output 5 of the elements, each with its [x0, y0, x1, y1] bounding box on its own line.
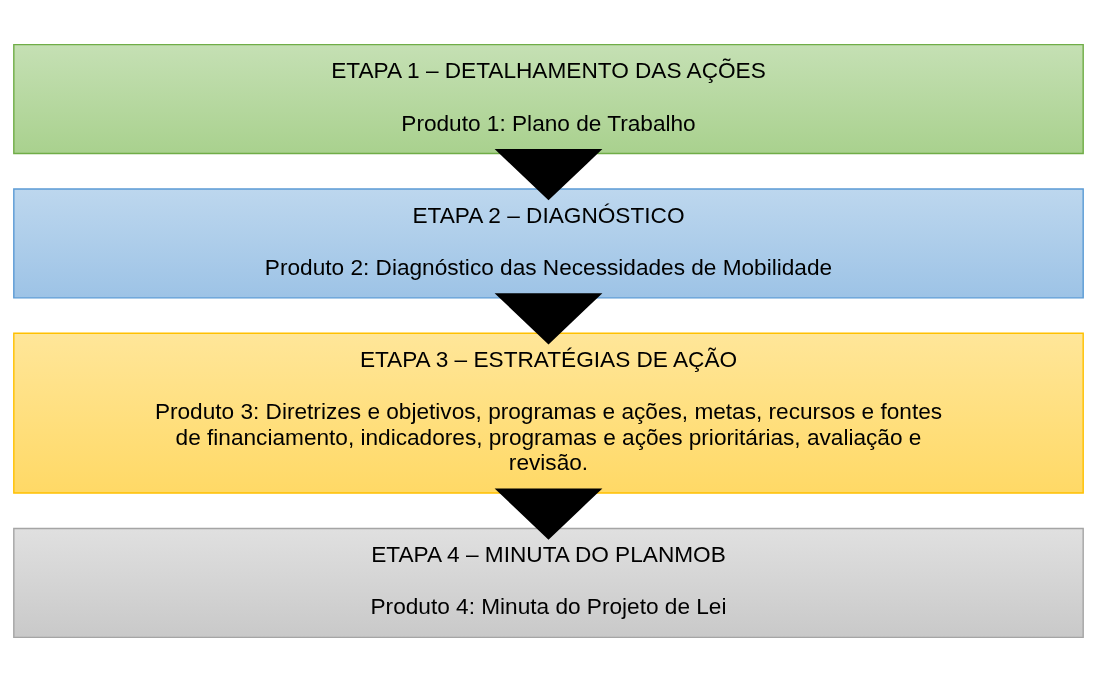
node-box: ETAPA 1 – DETALHAMENTO DAS AÇÕES Produto 1: Plano de Trabalho: [13, 43, 1084, 154]
arrow: [494, 292, 603, 344]
arrow: [494, 148, 603, 200]
node-box: ETAPA 4 – MINUTA DO PLANMOB Produto 4: Minuta do Projeto de Lei: [13, 527, 1084, 638]
arrow: [494, 487, 603, 540]
